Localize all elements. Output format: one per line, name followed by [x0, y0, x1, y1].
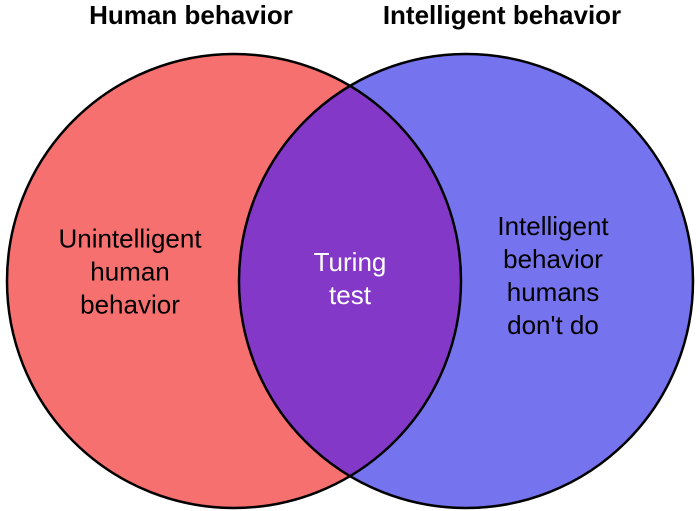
right-region-label-line: Intelligent [497, 211, 609, 241]
title-human-behavior: Human behavior [89, 0, 293, 30]
left-region-label-line: human [90, 256, 170, 287]
right-region-label-line: behavior [503, 244, 603, 274]
center-region-label-line: Turing [313, 247, 387, 277]
left-region-label-line: Unintelligent [58, 223, 202, 254]
human-behavior-circle-outline [5, 52, 463, 510]
center-region-label: Turing test [314, 246, 387, 312]
overlap-clip-group [239, 54, 461, 508]
intelligent-behavior-circle-outline [237, 52, 695, 510]
center-region-label-line: test [329, 280, 371, 310]
title-intelligent-behavior: Intelligent behavior [382, 0, 622, 30]
right-region-label-line: don't do [507, 310, 599, 340]
overlap-region [239, 54, 461, 508]
right-region-label-line: humans [506, 277, 600, 307]
right-region-label: Intelligent behavior humans don't do [497, 210, 608, 342]
left-region-label: Unintelligent human behavior [58, 223, 201, 322]
left-region-label-line: behavior [80, 289, 180, 320]
